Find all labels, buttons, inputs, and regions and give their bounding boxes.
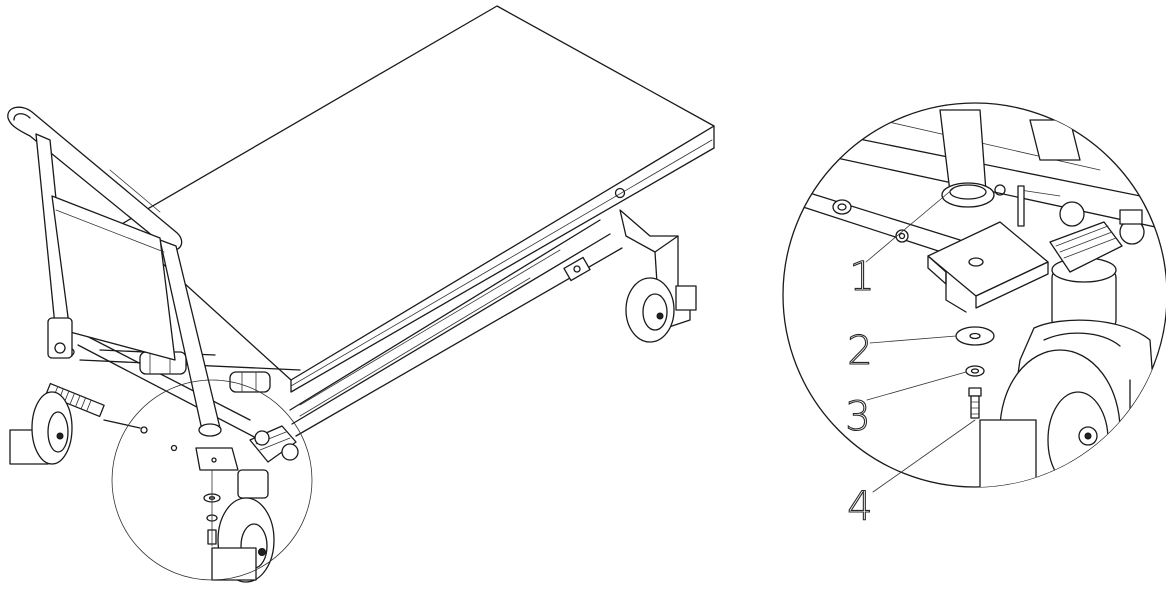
- leader-line-2: [869, 335, 957, 344]
- detail-indicator-circle: [111, 379, 313, 581]
- callout-number-3: 3: [845, 394, 870, 440]
- slot-plate: [563, 256, 591, 282]
- lift-table-cart: [7, 5, 715, 583]
- detail-circle: [782, 102, 1166, 488]
- part-lock-washer: [965, 365, 985, 377]
- detail-view: 1 2 3 4: [782, 102, 1166, 531]
- left-bracket: [140, 426, 239, 471]
- callout-number-1: 1: [849, 254, 874, 300]
- push-handle: [7, 106, 222, 437]
- front-right-caster-brake: [211, 425, 299, 583]
- exploded-fasteners-left: [203, 469, 221, 547]
- rear-caster: [619, 209, 697, 343]
- front-left-caster: [9, 317, 73, 465]
- platform: [119, 5, 715, 393]
- callout-number-2: 2: [847, 328, 872, 374]
- leader-line-1: [865, 187, 955, 263]
- platform-hole: [614, 187, 626, 199]
- leader-line-3: [866, 371, 967, 401]
- foot-pedal: [45, 382, 141, 429]
- part-bolt: [968, 387, 982, 419]
- part-washer-large: [955, 326, 995, 346]
- callout-number-4: 4: [847, 484, 872, 530]
- leader-line-4: [872, 419, 976, 493]
